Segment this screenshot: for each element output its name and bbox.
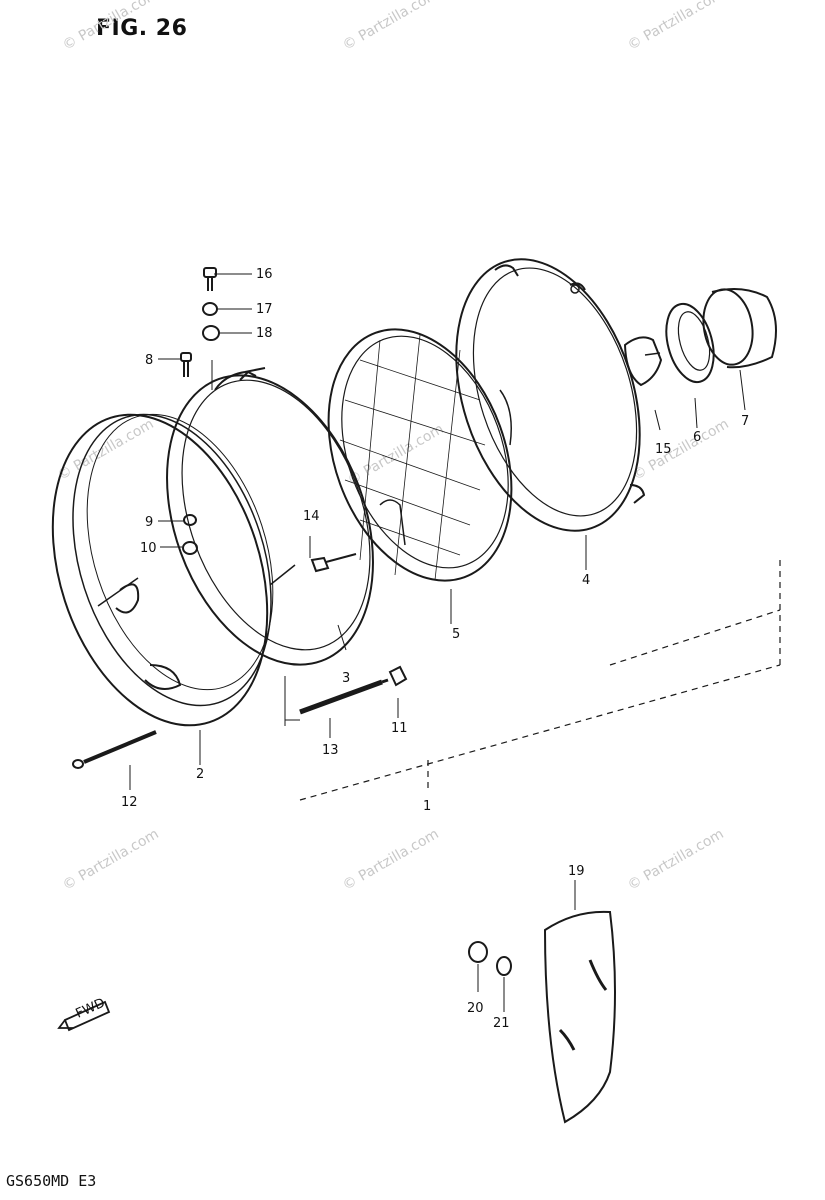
model-code: GS650MD E3 [6, 1172, 97, 1190]
dust-cover-ring[interactable] [658, 299, 721, 388]
washer-9[interactable] [183, 514, 197, 526]
callout-4: 4 [582, 573, 590, 588]
callout-14: 14 [303, 509, 320, 524]
callout-17: 17 [256, 302, 273, 317]
fwd-label: FWD [74, 996, 108, 1022]
leader-lines [129, 273, 746, 1012]
reflector[interactable] [543, 910, 616, 1124]
headlight-rim[interactable] [15, 387, 305, 753]
headlight-case[interactable] [424, 236, 672, 555]
callout-5: 5 [452, 627, 460, 642]
adjusting-screw-13[interactable] [299, 678, 389, 715]
callout-1: 1 [423, 799, 431, 814]
grommet-18[interactable] [202, 325, 220, 341]
screw-14[interactable] [310, 553, 357, 573]
headlight-inner-ring[interactable] [129, 347, 410, 694]
figure-title: FIG. 26 [96, 16, 188, 41]
callout-9: 9 [145, 515, 153, 530]
callout-11: 11 [391, 721, 408, 736]
nut-10[interactable] [182, 541, 198, 555]
callout-16: 16 [256, 267, 273, 282]
callout-12: 12 [121, 795, 138, 810]
nut-11[interactable] [388, 665, 408, 687]
callout-15: 15 [655, 442, 672, 457]
assembly-bracket-lines [299, 560, 781, 801]
callout-13: 13 [322, 743, 339, 758]
callout-7: 7 [741, 414, 749, 429]
callout-2: 2 [196, 767, 204, 782]
socket-boot[interactable] [698, 285, 777, 369]
nut-20[interactable] [468, 941, 488, 963]
screw-8[interactable] [180, 352, 192, 377]
washer-17[interactable] [202, 302, 218, 316]
callout-19: 19 [568, 864, 585, 879]
callout-6: 6 [693, 430, 701, 445]
sealed-beam-unit[interactable] [296, 304, 545, 606]
screw-16[interactable] [203, 267, 217, 291]
bulb-socket[interactable] [623, 336, 663, 387]
callout-10: 10 [140, 541, 157, 556]
callout-8: 8 [145, 353, 153, 368]
callout-3: 3 [342, 671, 350, 686]
callout-21: 21 [493, 1016, 510, 1031]
callout-18: 18 [256, 326, 273, 341]
bolt-12[interactable] [72, 730, 157, 769]
washer-21[interactable] [496, 956, 512, 976]
callout-20: 20 [467, 1001, 484, 1016]
forward-arrow-icon [57, 1000, 111, 1032]
